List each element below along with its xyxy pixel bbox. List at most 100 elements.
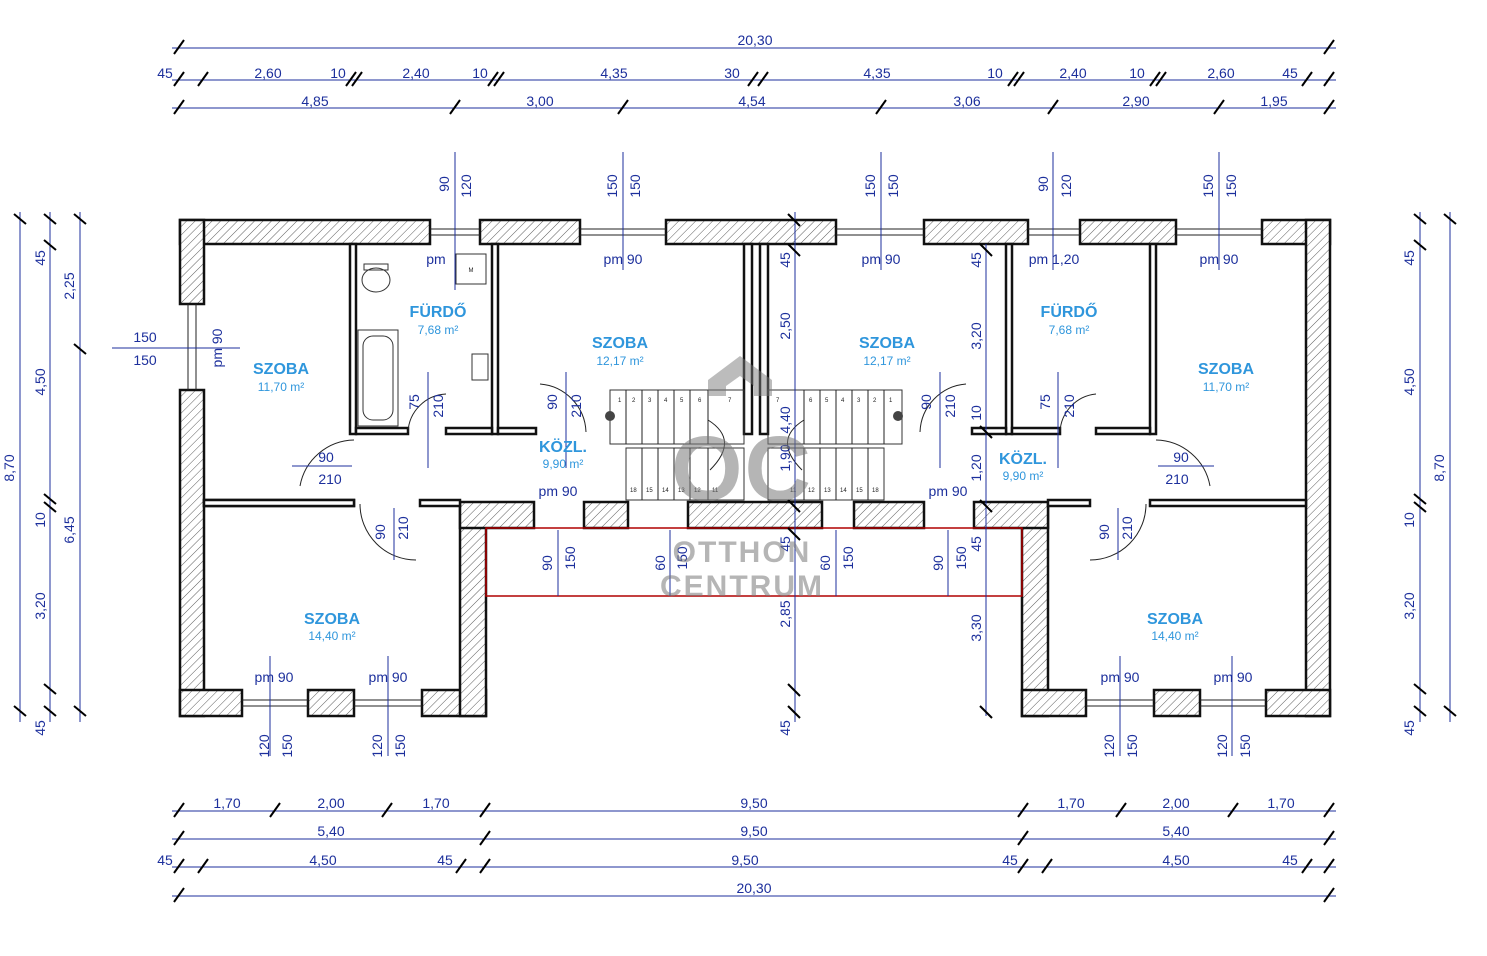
bottom-win-3-b: 150 bbox=[1124, 734, 1140, 758]
left-dim-0: 45 bbox=[32, 250, 48, 266]
step-l-7: 7 bbox=[728, 398, 732, 404]
step-r-14: 14 bbox=[840, 488, 847, 494]
door-szoba-r-b: 210 bbox=[1165, 471, 1189, 487]
top-dim-r1-9: 2,40 bbox=[1059, 65, 1086, 81]
otthon-centrum-logo: OC OTTHON CENTRUM bbox=[660, 356, 822, 603]
top-dim-r1-2: 10 bbox=[330, 65, 346, 81]
room-area-2: 12,17 m² bbox=[596, 354, 643, 368]
left-inner-dim-0: 2,25 bbox=[61, 272, 77, 299]
room-name-3: SZOBA bbox=[859, 335, 915, 352]
parapet-label: pm 90 bbox=[1101, 669, 1140, 685]
int-dim-4: 10 bbox=[968, 405, 984, 421]
bottom-win-4-b: 150 bbox=[1237, 734, 1253, 758]
right-dim-2: 10 bbox=[1401, 512, 1417, 528]
bottom-dim-r3-2: 45 bbox=[437, 852, 453, 868]
stairs-right: 1 2 3 4 5 6 7 18 15 14 13 12 11 bbox=[767, 389, 903, 501]
step-l-18: 18 bbox=[630, 488, 637, 494]
stairs-left: 1 2 3 4 5 6 7 18 15 14 13 12 11 bbox=[605, 389, 745, 501]
right-dimensions: 45 4,50 10 3,20 45 8,70 bbox=[1401, 212, 1457, 736]
bottom-dim-r3-3: 9,50 bbox=[731, 852, 758, 868]
room-name-5: SZOBA bbox=[1198, 361, 1254, 378]
step-r-18: 18 bbox=[872, 488, 879, 494]
bottom-dim-r1-5: 2,00 bbox=[1162, 795, 1189, 811]
balcony-dim-3: 150 bbox=[674, 546, 690, 570]
step-r-4: 4 bbox=[841, 398, 845, 404]
int-dim-8: 45 bbox=[777, 536, 793, 552]
balcony-dim-7: 150 bbox=[953, 546, 969, 570]
step-l-14: 14 bbox=[662, 488, 669, 494]
room-name-7: KÖZL. bbox=[999, 449, 1047, 468]
top-dim-r1-7: 4,35 bbox=[863, 65, 890, 81]
right-dim-3: 3,20 bbox=[1401, 592, 1417, 619]
top-dim-r2-0: 4,85 bbox=[301, 93, 328, 109]
room-area-7: 9,90 m² bbox=[1003, 469, 1044, 483]
step-l-11: 11 bbox=[712, 488, 719, 494]
int-dim-7: 1,20 bbox=[968, 454, 984, 481]
parapet-label: pm 90 bbox=[255, 669, 294, 685]
sink-icon bbox=[471, 353, 489, 381]
top-dim-r1-3: 2,40 bbox=[402, 65, 429, 81]
top-dim-r1-4: 10 bbox=[472, 65, 488, 81]
parapet-label: pm 90 bbox=[369, 669, 408, 685]
opening-dimensions: 90 120 150 150 150 150 90 120 150 150 15… bbox=[133, 174, 1253, 758]
logo-mark: OC bbox=[671, 418, 813, 520]
step-r-6: 6 bbox=[809, 398, 813, 404]
logo-line-1: OTTHON bbox=[673, 536, 812, 569]
bottom-dim-r1-6: 1,70 bbox=[1267, 795, 1294, 811]
door-szoba-r-a: 90 bbox=[1173, 449, 1189, 465]
room-area-6: 9,90 m² bbox=[543, 457, 584, 471]
win-2-b: 150 bbox=[627, 174, 643, 198]
room-name-2: SZOBA bbox=[592, 335, 648, 352]
left-inner-dim-1: 6,45 bbox=[61, 516, 77, 543]
bottom-dim-r2-1: 9,50 bbox=[740, 823, 767, 839]
room-name-0: SZOBA bbox=[253, 361, 309, 378]
boiler-icon: M bbox=[455, 253, 487, 285]
step-l-12: 12 bbox=[694, 488, 701, 494]
right-dim-4: 45 bbox=[1401, 720, 1417, 736]
win-5-a: 150 bbox=[1200, 174, 1216, 198]
step-r-11: 11 bbox=[790, 488, 797, 494]
parapet-label: pm 90 bbox=[1214, 669, 1253, 685]
step-l-13: 13 bbox=[678, 488, 685, 494]
door-szoba-l-b: 210 bbox=[318, 471, 342, 487]
step-l-6: 6 bbox=[698, 398, 702, 404]
bottom-total-dim: 20,30 bbox=[736, 880, 771, 896]
int-dim-12: 45 bbox=[968, 536, 984, 552]
room-area-9: 14,40 m² bbox=[1151, 629, 1198, 643]
top-dim-r1-10: 10 bbox=[1129, 65, 1145, 81]
door-room-r-b: 210 bbox=[942, 394, 958, 418]
step-r-15: 15 bbox=[856, 488, 863, 494]
room-area-4: 7,68 m² bbox=[1049, 323, 1090, 337]
int-dim-2: 45 bbox=[968, 252, 984, 268]
left-dimensions: 8,70 45 4,50 10 3,20 45 2,25 6,45 bbox=[1, 212, 87, 736]
toilet-icon bbox=[361, 263, 391, 293]
door-bath-r-a: 75 bbox=[1037, 394, 1053, 410]
room-name-1: FÜRDŐ bbox=[410, 302, 467, 321]
step-r-13: 13 bbox=[824, 488, 831, 494]
parapet-label: pm 90 bbox=[539, 483, 578, 499]
room-area-0: 11,70 m² bbox=[258, 380, 304, 394]
int-dim-3: 3,20 bbox=[968, 322, 984, 349]
win-3-a: 150 bbox=[862, 174, 878, 198]
win-5-b: 150 bbox=[1223, 174, 1239, 198]
door-room-l-b: 210 bbox=[568, 394, 584, 418]
door-room-l-a: 90 bbox=[544, 394, 560, 410]
int-dim-1: 2,50 bbox=[777, 312, 793, 339]
top-dim-r1-0: 45 bbox=[157, 65, 173, 81]
door-bath-l-a: 75 bbox=[406, 394, 422, 410]
parapet-label: pm bbox=[426, 251, 445, 267]
room-area-8: 14,40 m² bbox=[308, 629, 355, 643]
parapet-label: pm 1,20 bbox=[1029, 251, 1080, 267]
left-dim-3: 3,20 bbox=[32, 592, 48, 619]
exterior-walls bbox=[178, 218, 1332, 718]
step-l-5: 5 bbox=[680, 398, 684, 404]
step-r-1: 1 bbox=[889, 398, 893, 404]
balcony-dim-6: 90 bbox=[930, 555, 946, 571]
int-dim-0: 45 bbox=[777, 252, 793, 268]
top-dim-r1-6: 30 bbox=[724, 65, 740, 81]
step-l-3: 3 bbox=[648, 398, 652, 404]
bottom-win-1-b: 150 bbox=[279, 734, 295, 758]
balcony bbox=[485, 527, 1023, 597]
win-1-b: 120 bbox=[458, 174, 474, 198]
room-name-9: SZOBA bbox=[1147, 611, 1203, 628]
